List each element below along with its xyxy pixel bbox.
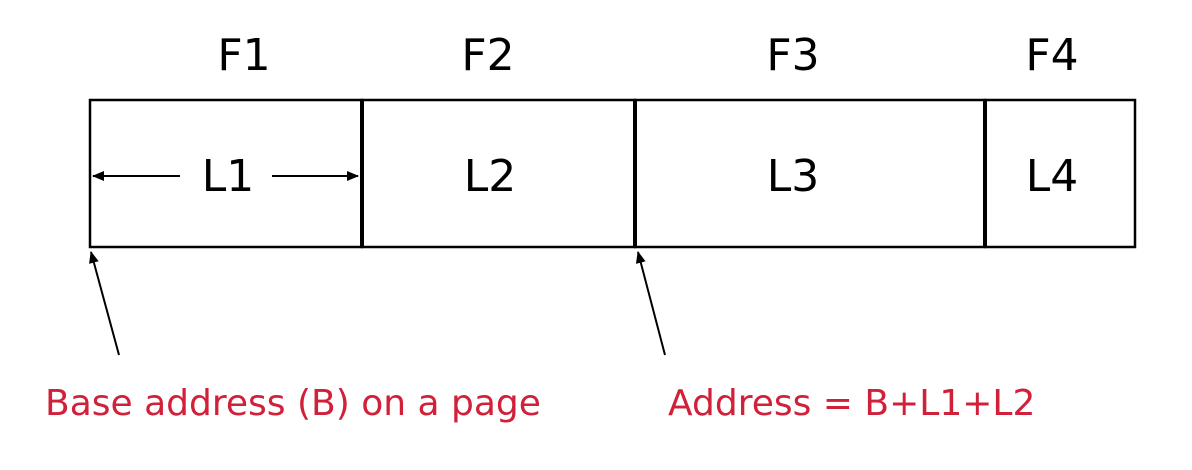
field-name-f4: F4 (1025, 30, 1078, 81)
length-label-l1: L1 (202, 151, 255, 202)
field-box-f4 (983, 98, 1137, 249)
length-label-l4: L4 (1026, 151, 1079, 202)
field-name-f2: F2 (461, 30, 514, 81)
base-address-pointer-arrow (89, 251, 120, 356)
base-address-annotation: Base address (B) on a page (45, 383, 541, 424)
field-box-f2 (360, 98, 637, 249)
field-name-f1: F1 (217, 30, 270, 81)
field-address-pointer-arrow (635, 251, 666, 356)
length-label-l2: L2 (464, 151, 517, 202)
field-name-f3: F3 (766, 30, 819, 81)
address-formula-annotation: Address = B+L1+L2 (668, 383, 1035, 424)
length-label-l3: L3 (767, 151, 820, 202)
field-box-f3 (633, 98, 987, 249)
field-box-f1 (88, 98, 364, 249)
